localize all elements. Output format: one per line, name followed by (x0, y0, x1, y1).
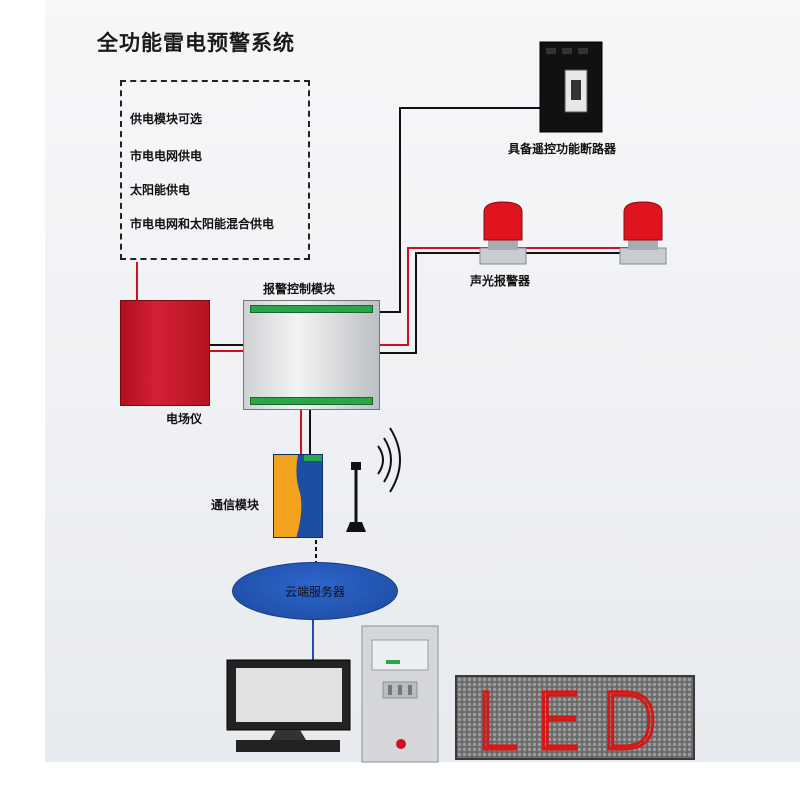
monitor-icon (226, 659, 351, 752)
alarm-light-icon (479, 201, 527, 265)
led-matrix: LED (457, 677, 693, 758)
comm-module-face (274, 455, 322, 537)
field-meter-label: 电场仪 (166, 412, 203, 426)
power-option: 供电模块可选 (130, 112, 203, 126)
led-display-board: LED (455, 675, 695, 760)
led-text: LED (475, 678, 676, 758)
comm-module-label: 通信模块 (211, 498, 260, 512)
breaker-icon (539, 41, 603, 133)
alarm-light-icon (619, 201, 667, 265)
antenna-icon (346, 462, 366, 532)
cloud-server-ellipse (232, 562, 398, 620)
power-option: 市电电网供电 (130, 149, 203, 163)
breaker-label: 具备遥控功能断路器 (508, 142, 617, 156)
breaker-wire (380, 107, 540, 313)
control-module-label: 报警控制模块 (263, 282, 336, 296)
power-options-box (120, 80, 310, 260)
cloud-server-label: 云端服务器 (284, 585, 345, 599)
power-option: 太阳能供电 (130, 183, 191, 197)
terminal-strip (250, 397, 373, 405)
communication-module-device (273, 454, 323, 538)
wireless-wave-icon (383, 437, 392, 483)
alarm-control-module (243, 300, 380, 410)
alarm-wire-black (380, 252, 642, 354)
field-meter-device (120, 300, 210, 406)
alarm-label: 声光报警器 (470, 274, 531, 288)
server-icon (361, 625, 439, 763)
wireless-wave-icon (377, 445, 384, 475)
terminal-strip (250, 305, 373, 313)
wireless-wave-icon (389, 427, 401, 493)
diagram-title: 全功能雷电预警系统 (97, 31, 295, 55)
power-option: 市电电网和太阳能混合供电 (130, 217, 275, 231)
